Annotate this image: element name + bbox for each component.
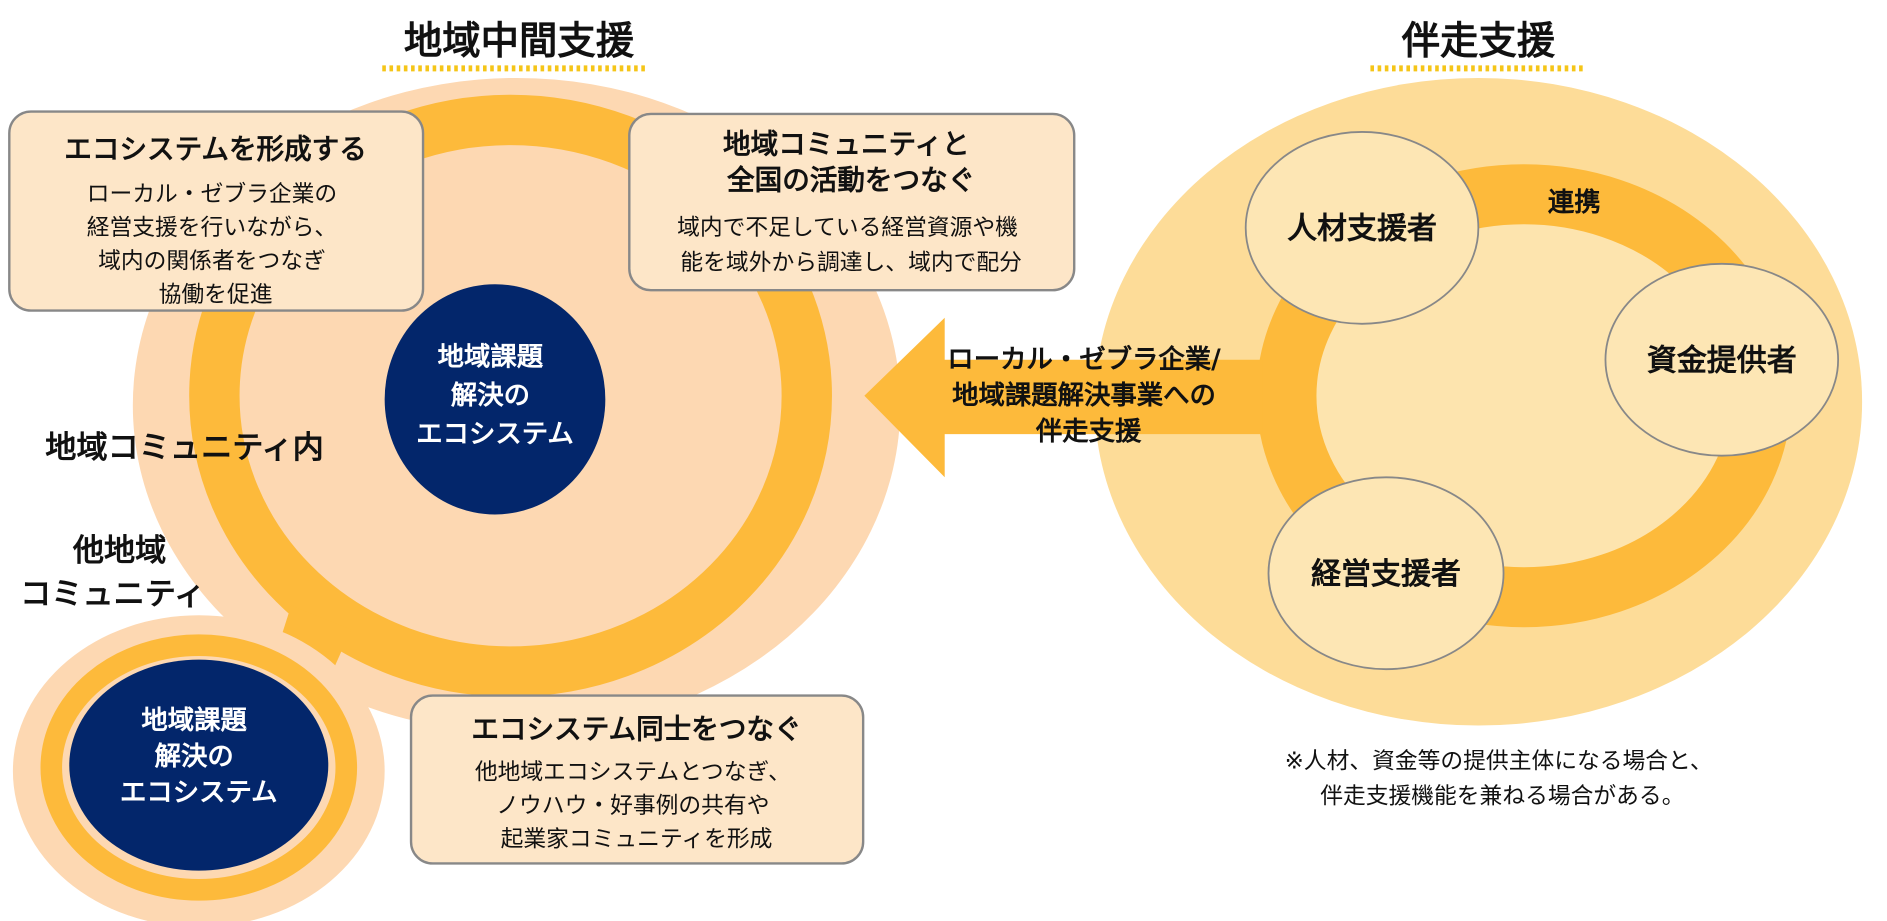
node-management-support: 経営支援者 — [1267, 476, 1505, 671]
svg-text:資金提供者: 資金提供者 — [1647, 344, 1797, 379]
svg-text:エコシステム同士をつなぐ: エコシステム同士をつなぐ — [471, 713, 801, 746]
box-form-ecosystem: エコシステムを形成する ローカル・ゼブラ企業の 経営支援を行いながら、 域内の関… — [8, 110, 425, 312]
svg-text:地域コミュニティと 全国の活動をつなぐ: 地域コミュニティと 全国の活動をつなぐ — [723, 127, 979, 196]
svg-text:他地域エコシステムとつなぎ、 ノウハウ・好事例の: 他地域エコシステムとつなぎ、 ノウハウ・好事例の共有や 起業家コミュニティを形成 — [475, 759, 798, 852]
box-connect-national: 地域コミュニティと 全国の活動をつなぐ 域内で不足している経営資源や機 能を域外… — [628, 112, 1076, 292]
svg-text:経営支援者: 経営支援者 — [1311, 557, 1461, 592]
box-link-ecosystems: エコシステム同士をつなぐ 他地域エコシステムとつなぎ、 ノウハウ・好事例の共有や… — [409, 694, 865, 865]
title-right: 伴走支援 — [1401, 19, 1556, 64]
core-ecosystem — [384, 284, 606, 515]
note: ※人材、資金等の提供主体になる場合と、 伴走支援機能を兼ねる場合がある。 — [1285, 749, 1720, 810]
regional-ring — [189, 94, 832, 697]
svg-text:人材支援者: 人材支援者 — [1287, 212, 1437, 247]
svg-text:エコシステムを形成する: エコシステムを形成する — [64, 132, 367, 165]
arrow-label: ローカル・ゼブラ企業/ 地域課題解決事業への 伴走支援 — [947, 344, 1230, 447]
core-label: 地域課題 解決の エコシステム — [416, 342, 573, 450]
other-ring — [40, 634, 358, 901]
small-core — [69, 659, 329, 871]
small-core-label: 地域課題 解決の エコシステム — [120, 705, 277, 808]
svg-text:域内で不足している経営資源や機 能を域外から調達: 域内で不足している経営資源や機 能を域外から調達し、域内で配分 — [677, 215, 1025, 276]
svg-text:ローカル・ゼブラ企業の 経営支援を行いながら、: ローカル・ゼブラ企業の 経営支援を行いながら、 域内の関係者をつなぎ 協働を促進 — [87, 181, 345, 308]
support-arrow — [864, 317, 1263, 478]
node-human-resources: 人材支援者 — [1244, 131, 1480, 325]
node-funders: 資金提供者 — [1604, 262, 1840, 457]
title-left: 地域中間支援 — [404, 19, 635, 64]
community-label: 地域コミュニティ内 — [45, 430, 324, 466]
link-label: 連携 — [1548, 187, 1601, 218]
other-community-label: 他地域 コミュニティ — [20, 533, 205, 612]
